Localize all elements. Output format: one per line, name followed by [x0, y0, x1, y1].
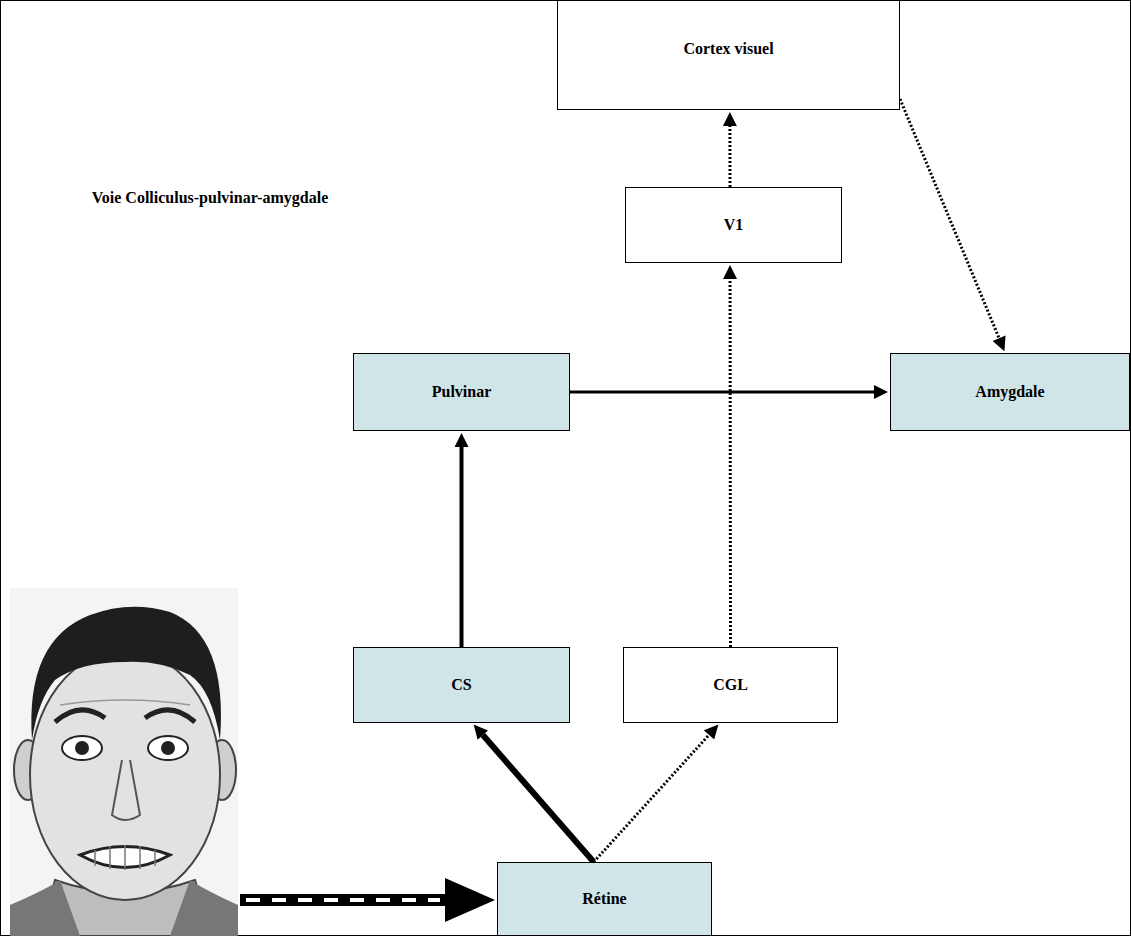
pathway-box: Cortex visuel [557, 0, 900, 110]
teeth [95, 845, 155, 870]
pathway-arrow [728, 126, 731, 187]
pathway-box: CS [353, 647, 570, 723]
photo-ground [10, 588, 238, 936]
pathway-box: Amygdale [890, 353, 1130, 431]
pathway-arrow [460, 447, 464, 647]
nose [112, 760, 140, 820]
eye-left [62, 736, 102, 760]
face-photo [10, 588, 238, 936]
pathway-box: CGL [623, 647, 838, 723]
diagram-title: Voie Colliculus-pulvinar-amygdale [92, 189, 329, 206]
pathway-arrow [729, 279, 732, 647]
hair [31, 607, 221, 740]
pathway-arrow [570, 391, 874, 394]
box-label: V1 [724, 215, 744, 234]
pathway-box: Rétine [497, 862, 712, 936]
diagram-title-box: Voie Colliculus-pulvinar-amygdale [20, 188, 400, 207]
stimulus-arrow-head [445, 878, 495, 922]
pathway-arrow [594, 735, 709, 862]
box-label: Rétine [582, 889, 626, 908]
pathway-box: Pulvinar [353, 353, 570, 431]
box-label: CGL [713, 675, 748, 694]
pathway-arrow [483, 735, 594, 862]
eyebrow-right [145, 710, 195, 722]
box-label: CS [451, 675, 471, 694]
eyebrow-left [55, 710, 105, 722]
eye-right [148, 736, 188, 760]
box-label: Pulvinar [432, 382, 492, 401]
stimulus-arrow [240, 878, 495, 922]
collar-left [10, 880, 80, 936]
collar-right [170, 880, 238, 936]
pathway-box: V1 [625, 187, 842, 263]
face [30, 650, 220, 900]
iris-right [161, 741, 175, 755]
iris-left [75, 741, 89, 755]
box-label: Amygdale [975, 382, 1044, 401]
forehead-wrinkle [60, 700, 190, 705]
box-label: Cortex visuel [683, 39, 773, 58]
stimulus-arrow-shaft [240, 894, 447, 906]
pathway-arrow [900, 99, 999, 338]
stimulus-arrow-dashes [246, 898, 440, 902]
